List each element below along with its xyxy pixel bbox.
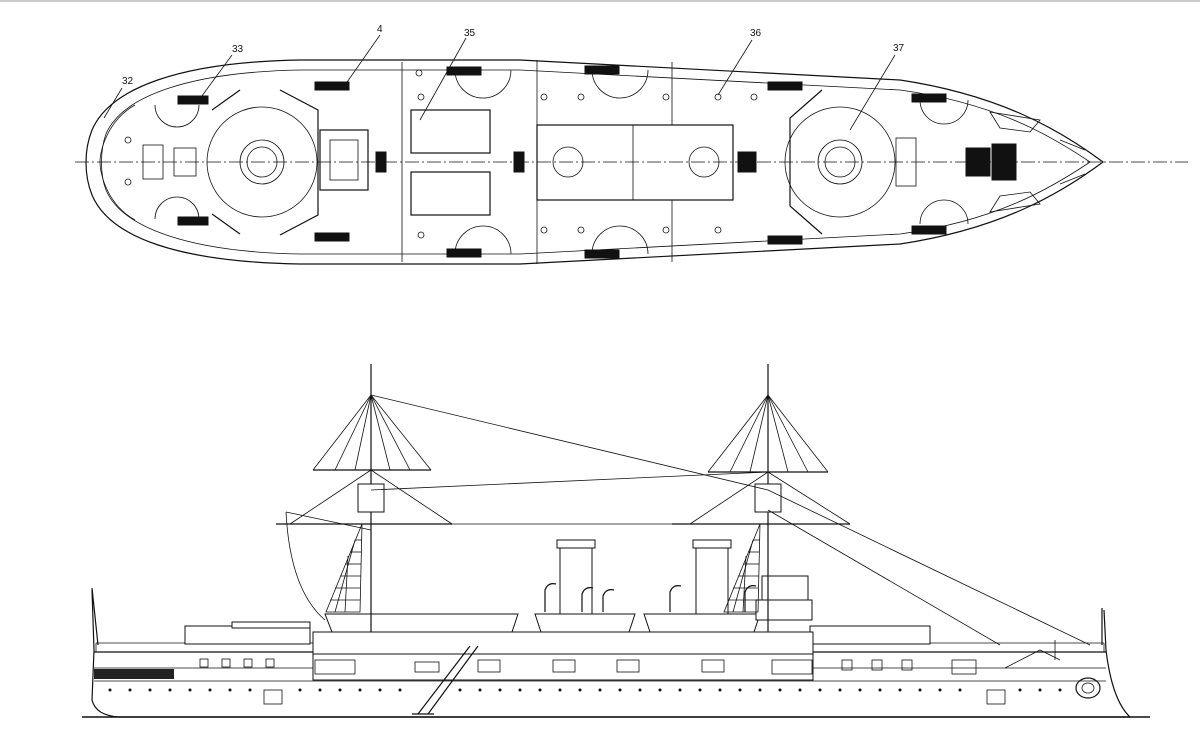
- plan-grate-4: [965, 147, 991, 177]
- profile-turret-aft: [184, 625, 311, 645]
- profile-funnel-aft: [695, 539, 729, 615]
- profile-top-aft: [357, 483, 385, 513]
- callout-35: 35: [464, 28, 476, 39]
- callout-36: 36: [750, 28, 762, 39]
- plan-turret-aft: [206, 89, 319, 236]
- callout-37: 37: [893, 43, 905, 54]
- profile-shrouds: [325, 523, 761, 613]
- callout-33: 33: [232, 44, 244, 55]
- plan-grate-2: [513, 151, 525, 173]
- plan-bulkheads: [401, 60, 673, 264]
- plan-guns: [177, 65, 947, 259]
- callout-32: 32: [122, 76, 134, 87]
- profile-bridge: [761, 575, 809, 603]
- profile-boat-2: [534, 613, 636, 633]
- plan-grate-5: [991, 143, 1017, 181]
- callout-4: 4: [377, 24, 383, 35]
- plan-view: 32 33 4 35 36 37: [75, 24, 1188, 265]
- plan-bow-fittings: [989, 111, 1086, 213]
- plan-grate-3: [737, 151, 757, 173]
- profile-portholes: [108, 688, 1062, 692]
- profile-nameplate: [94, 669, 174, 679]
- plan-leaders: [103, 34, 896, 131]
- plan-hull-outline: [85, 59, 1105, 265]
- profile-hawse: [1075, 677, 1101, 699]
- plan-hatch-2: [410, 171, 491, 216]
- plan-deckhouse: [319, 129, 369, 191]
- profile-windows: [199, 658, 1006, 705]
- profile-rigging: [285, 394, 1091, 646]
- profile-ventilators: [544, 583, 757, 612]
- profile-superstructure: [312, 631, 814, 655]
- profile-top-fore: [754, 483, 782, 513]
- profile-hull: [91, 589, 1132, 718]
- plan-grate-1: [375, 151, 387, 173]
- profile-boat-3: [643, 613, 761, 633]
- profile-funnel-fwd: [559, 539, 593, 615]
- plan-hatch-1: [410, 109, 491, 154]
- plan-funnel-aft: [688, 146, 720, 178]
- profile-ladder: [412, 645, 479, 715]
- plan-scuttles: [124, 69, 758, 239]
- plan-stern-curve: [99, 104, 136, 221]
- plan-funnel-fwd: [552, 146, 584, 178]
- profile-ensign-staff: [91, 587, 99, 646]
- profile-boat-1: [324, 613, 519, 633]
- plan-superstructure: [536, 124, 734, 201]
- plan-gun-sponsons: [154, 69, 969, 255]
- profile-view: [82, 364, 1150, 718]
- plan-turret-fore: [784, 89, 896, 235]
- profile-turret-fore: [809, 625, 931, 645]
